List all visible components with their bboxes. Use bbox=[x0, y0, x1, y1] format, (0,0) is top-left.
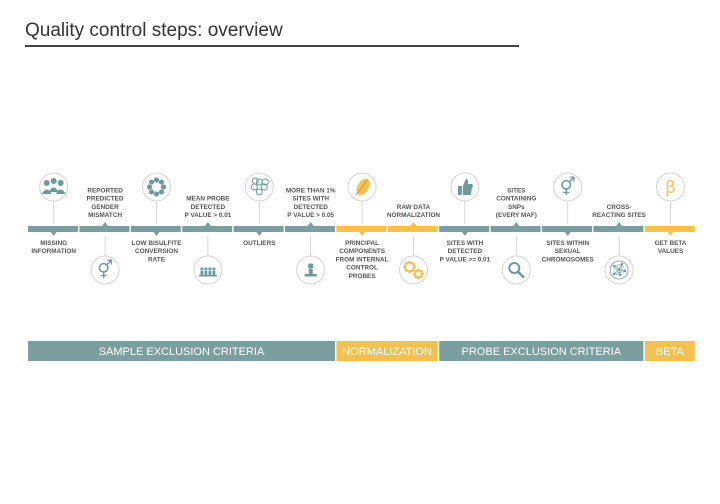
step-label-line: CONTROL bbox=[346, 265, 378, 272]
timeline-segment bbox=[644, 226, 695, 232]
timeline-segment bbox=[233, 226, 284, 232]
step-label-line: CROSS- bbox=[607, 204, 632, 211]
band-label: NORMALIZATION bbox=[342, 346, 432, 358]
band-label: PROBE EXCLUSION CRITERIA bbox=[462, 346, 622, 358]
timeline-segment bbox=[130, 226, 181, 232]
step-label-line: SNPs bbox=[508, 204, 525, 211]
step-label-line: OUTLIERS bbox=[243, 240, 276, 247]
step-label-line: CONVERSION bbox=[135, 248, 178, 255]
band-label: SAMPLE EXCLUSION CRITERIA bbox=[99, 346, 265, 358]
band-label: BETA bbox=[656, 346, 685, 358]
step-label-line: (EVERY MAF) bbox=[496, 212, 537, 219]
timeline-segment bbox=[182, 226, 233, 232]
step-label-line: COMPONENTS bbox=[339, 248, 386, 255]
step-label-line: REPORTED bbox=[87, 187, 123, 194]
step-label-line: MORE THAN 1% bbox=[286, 187, 336, 194]
cluster-icon bbox=[244, 172, 274, 202]
step-label-line: VALUES bbox=[658, 248, 684, 255]
probe-array-icon bbox=[193, 255, 223, 285]
step-outliers: OUTLIERS bbox=[233, 172, 284, 247]
timeline-segment bbox=[79, 226, 130, 232]
step-label-line: DETECTED bbox=[448, 248, 483, 255]
ring-icon bbox=[142, 172, 171, 202]
step-label-line: REACTING SITES bbox=[592, 212, 646, 219]
step-cross: CROSS-REACTING SITES bbox=[592, 204, 647, 285]
svg-text:⚥: ⚥ bbox=[560, 176, 576, 198]
network-icon bbox=[604, 255, 634, 285]
step-label-line: SITES WITH bbox=[292, 196, 329, 203]
timeline-segment bbox=[285, 226, 335, 232]
timeline-segment bbox=[490, 226, 541, 232]
step-label-line: P VALUE > 0.01 bbox=[184, 212, 231, 219]
gears-icon bbox=[399, 255, 428, 285]
band-normalization: NORMALIZATION bbox=[336, 341, 438, 361]
step-label-line: PREDICTED bbox=[87, 196, 124, 203]
step-label-line: GENDER bbox=[91, 204, 119, 211]
page-title: Quality control steps: overview bbox=[25, 20, 283, 41]
step-label-line: RAW DATA bbox=[397, 204, 431, 211]
step-label-line: SEXUAL bbox=[555, 248, 581, 255]
people-icon bbox=[39, 172, 69, 202]
timeline-segment bbox=[439, 226, 490, 232]
magnifier-icon bbox=[501, 255, 531, 285]
timeline-segment bbox=[593, 226, 644, 232]
step-label-line: LOW BISULFITE bbox=[132, 240, 182, 247]
timeline-segment bbox=[387, 226, 438, 232]
svg-text:β: β bbox=[665, 178, 676, 198]
band-probe-exclusion-criteria: PROBE EXCLUSION CRITERIA bbox=[439, 341, 644, 361]
step-label-line: P VALUE >= 0.01 bbox=[440, 256, 491, 263]
person-pedestal-icon bbox=[296, 255, 326, 285]
svg-text:⚥: ⚥ bbox=[97, 259, 113, 281]
step-label-line: SITES WITHIN bbox=[546, 240, 589, 247]
step-label-line: RATE bbox=[148, 256, 166, 263]
band-beta: BETA bbox=[644, 341, 695, 361]
beta-icon: β bbox=[656, 172, 685, 202]
step-label-line: SITES WITH bbox=[447, 240, 484, 247]
step-label-line: NORMALIZATION bbox=[387, 212, 441, 219]
step-label-line: FROM INTERNAL bbox=[336, 256, 389, 263]
step-label-line: P VALUE > 0.05 bbox=[287, 212, 334, 219]
timeline-segment bbox=[336, 226, 387, 232]
step-label-line: INFORMATION bbox=[31, 248, 76, 255]
step-label-line: PROBES bbox=[349, 273, 377, 280]
band-sample-exclusion-criteria: SAMPLE EXCLUSION CRITERIA bbox=[28, 341, 335, 361]
step-label-line: MISSING bbox=[40, 240, 67, 247]
timeline-segment bbox=[28, 226, 78, 232]
step-label-line: DETECTED bbox=[293, 204, 328, 211]
leaf-icon bbox=[347, 172, 377, 202]
step-label-line: MISMATCH bbox=[88, 212, 122, 219]
step-label-line: SITES bbox=[507, 187, 526, 194]
timeline-segment bbox=[542, 226, 592, 232]
step-label-line: DETECTED bbox=[191, 204, 226, 211]
step-label-line: CONTAINING bbox=[496, 196, 536, 203]
step-label-line: GET BETA bbox=[655, 240, 687, 247]
thumbs-up-icon bbox=[450, 172, 480, 202]
gender-icon: ⚥ bbox=[553, 172, 583, 202]
title-underline bbox=[25, 45, 519, 47]
step-label-line: PRINCIPAL bbox=[345, 240, 379, 247]
step-label-line: CHROMOSOMES bbox=[542, 256, 595, 263]
gender-icon: ⚥ bbox=[90, 255, 120, 285]
step-label-line: MEAN PROBE bbox=[186, 196, 230, 203]
